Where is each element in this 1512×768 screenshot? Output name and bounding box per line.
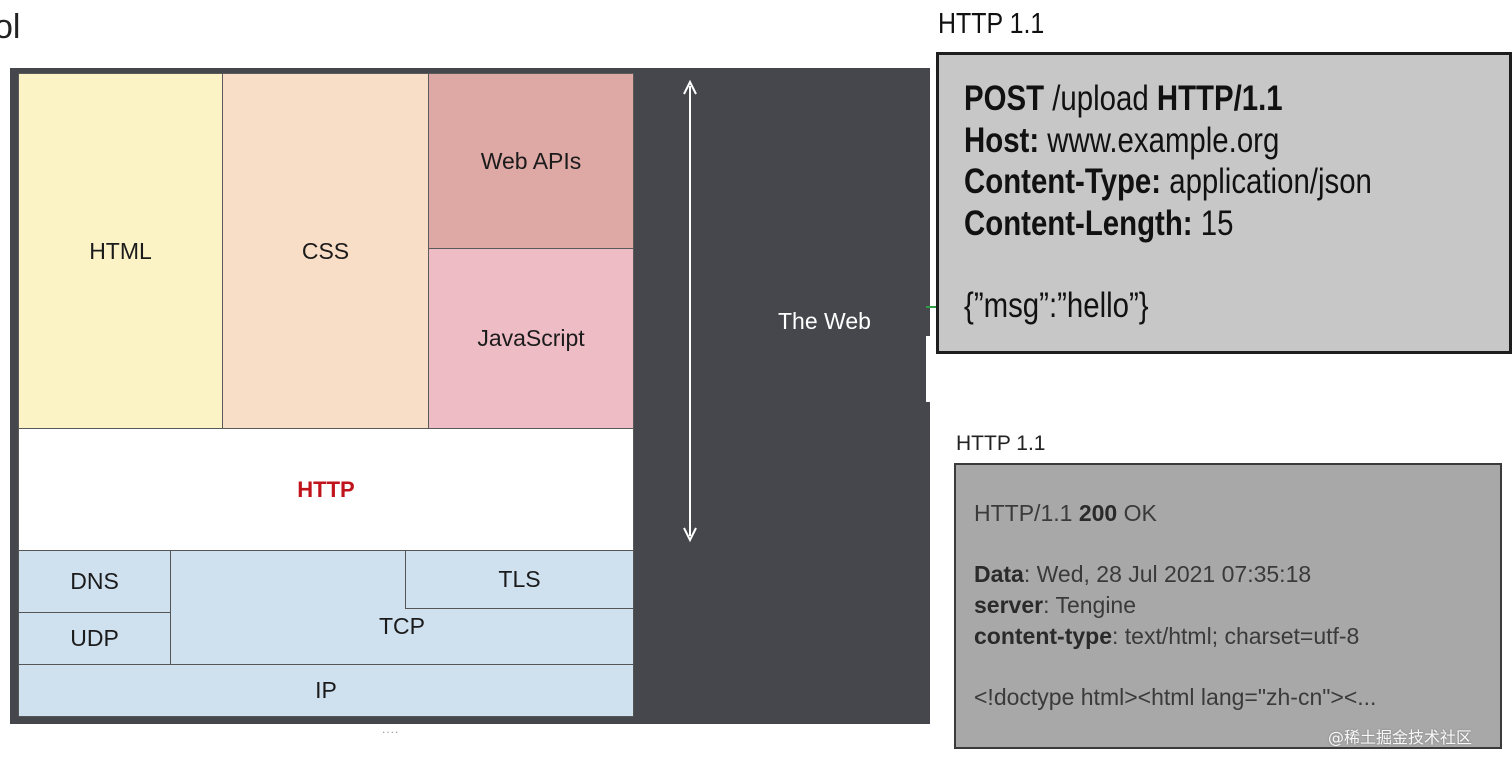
ellipsis-marker: .... xyxy=(382,722,400,736)
status-text: OK xyxy=(1117,500,1157,526)
server-key: server xyxy=(974,592,1044,618)
content-type-key: Content-Type: xyxy=(964,162,1162,201)
http-request-box xyxy=(936,52,1512,354)
tls-label: TLS xyxy=(498,566,541,592)
data-key: Data xyxy=(974,561,1024,587)
web-apis-layer: Web APIs xyxy=(428,73,634,249)
tls-layer: TLS xyxy=(405,550,634,609)
request-connector xyxy=(926,306,938,308)
host-header: Host: www.example.org xyxy=(964,120,1372,162)
udp-layer: UDP xyxy=(18,612,171,665)
request-line: POST /upload HTTP/1.1 xyxy=(964,78,1372,120)
host-value: www.example.org xyxy=(1039,120,1280,160)
udp-label: UDP xyxy=(70,625,119,651)
http-request-text: POST /upload HTTP/1.1 Host: www.example.… xyxy=(964,78,1372,327)
panel-gap xyxy=(926,336,936,402)
status-line: HTTP/1.1 200 OK xyxy=(974,498,1376,529)
request-method: POST xyxy=(964,79,1045,118)
response-blank-line xyxy=(974,652,1376,682)
server-header: server: Tengine xyxy=(974,590,1376,621)
server-value: : Tengine xyxy=(1043,592,1137,618)
html-label: HTML xyxy=(89,237,152,264)
watermark: @稀土掘金技术社区 xyxy=(1328,728,1473,747)
javascript-layer: JavaScript xyxy=(428,248,634,429)
http-response-box xyxy=(954,463,1502,749)
javascript-label: JavaScript xyxy=(477,325,585,351)
response-blank-line xyxy=(974,529,1376,559)
data-header: Data: Wed, 28 Jul 2021 07:35:18 xyxy=(974,559,1376,590)
status-prefix: HTTP/1.1 xyxy=(974,500,1079,526)
request-title: HTTP 1.1 xyxy=(938,8,1045,40)
css-layer: CSS xyxy=(222,73,429,429)
cropped-title: ol xyxy=(0,8,21,46)
status-code: 200 xyxy=(1078,500,1118,526)
data-value: : Wed, 28 Jul 2021 07:35:18 xyxy=(1023,561,1312,587)
web-apis-label: Web APIs xyxy=(480,147,582,174)
double-arrow-icon xyxy=(683,79,697,543)
host-key: Host: xyxy=(964,120,1040,160)
dns-label: DNS xyxy=(70,568,119,594)
response-body: <!doctype html><html lang="zh-cn"><... xyxy=(974,684,1377,710)
response-title: HTTP 1.1 xyxy=(956,432,1046,455)
ip-layer: IP xyxy=(18,664,634,717)
content-length-header: Content-Length: 15 xyxy=(964,203,1372,245)
http-label: HTTP xyxy=(297,476,355,502)
request-body: {”msg”:”hello”} xyxy=(964,286,1149,325)
content-type-value: application/json xyxy=(1161,162,1372,201)
http-layer: HTTP xyxy=(18,428,634,551)
tcp-label: TCP xyxy=(379,613,425,639)
content-type-header: Content-Type: application/json xyxy=(964,161,1372,203)
content-type-header: content-type: text/html; charset=utf-8 xyxy=(974,621,1376,652)
css-label: CSS xyxy=(301,237,350,264)
request-version: HTTP/1.1 xyxy=(1156,79,1283,118)
content-type-value: : text/html; charset=utf-8 xyxy=(1112,623,1360,649)
request-path: /upload xyxy=(1044,79,1157,118)
dns-layer: DNS xyxy=(18,550,171,613)
html-layer: HTML xyxy=(18,73,223,429)
content-type-key: content-type xyxy=(974,623,1112,649)
content-length-value: 15 xyxy=(1192,203,1234,243)
request-blank-line xyxy=(964,244,1372,285)
http-response-text: HTTP/1.1 200 OK Data: Wed, 28 Jul 2021 0… xyxy=(974,498,1376,713)
content-length-key: Content-Length: xyxy=(964,203,1193,243)
the-web-label: The Web xyxy=(778,308,871,334)
ip-label: IP xyxy=(315,677,337,703)
